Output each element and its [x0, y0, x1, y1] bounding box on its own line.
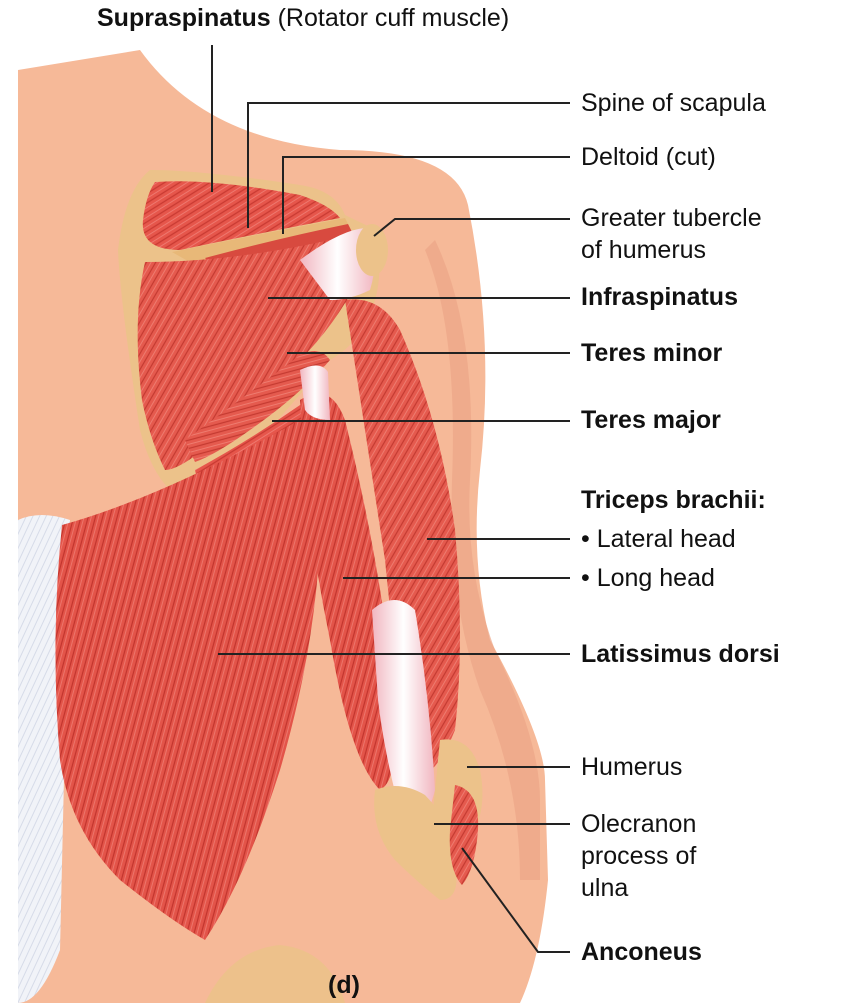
label-greater-tubercle-line2: of humerus	[581, 235, 706, 265]
label-olecranon-line2: process of	[581, 841, 696, 871]
label-long-head: • Long head	[581, 563, 715, 593]
label-teres-minor: Teres minor	[581, 338, 722, 368]
label-lateral-head: • Lateral head	[581, 524, 736, 554]
label-latissimus-dorsi: Latissimus dorsi	[581, 639, 780, 669]
label-triceps-brachii: Triceps brachii:	[581, 485, 766, 515]
greater-tubercle	[356, 224, 388, 276]
label-teres-major: Teres major	[581, 405, 721, 435]
label-spine-of-scapula: Spine of scapula	[581, 88, 766, 118]
supraspinatus-note-text: (Rotator cuff muscle)	[271, 4, 510, 32]
label-supraspinatus: Supraspinatus (Rotator cuff muscle)	[97, 3, 509, 33]
panel-label: (d)	[328, 970, 360, 1000]
label-humerus: Humerus	[581, 752, 682, 782]
label-deltoid-cut: Deltoid (cut)	[581, 142, 716, 172]
label-olecranon-line1: Olecranon	[581, 809, 696, 839]
label-anconeus: Anconeus	[581, 937, 702, 967]
supraspinatus-bold-text: Supraspinatus	[97, 4, 271, 32]
label-infraspinatus: Infraspinatus	[581, 282, 738, 312]
label-olecranon-line3: ulna	[581, 873, 628, 903]
label-greater-tubercle-line1: Greater tubercle	[581, 203, 762, 233]
